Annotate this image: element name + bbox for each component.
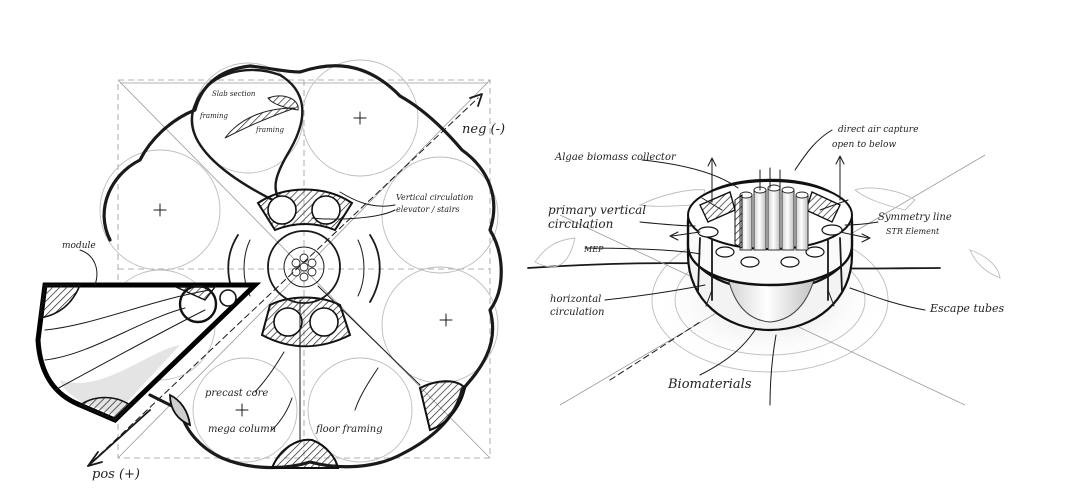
slab-section-petal [190, 68, 304, 207]
label-primary-vertical: primary vertical [548, 203, 646, 217]
wing-right-upper [854, 187, 916, 211]
flow-arrows [669, 155, 871, 307]
module-hatch-corner [39, 284, 82, 319]
vertical-circulation-leader-2 [311, 209, 396, 220]
mega-column-left [169, 393, 192, 427]
direct-air-leader [794, 129, 833, 171]
perspective-annotations: Algae biomass collector direct air captu… [548, 125, 1004, 392]
perspective-leaders [584, 129, 926, 406]
module-leader [79, 249, 98, 286]
module-small-circle [219, 289, 237, 307]
wing-left-lower [534, 237, 576, 268]
label-algae: Algae biomass collector [554, 152, 677, 163]
symmetry-line-leader [844, 221, 879, 226]
wing-right-lower [969, 249, 1001, 279]
module-framing-curve-1 [44, 289, 211, 331]
floor-framing-leader [354, 367, 379, 411]
label-escape-tubes: Escape tubes [929, 302, 1004, 315]
module-hatch-column [78, 396, 132, 421]
perspective-symmetry-dash [609, 321, 701, 381]
ring-openings [697, 224, 843, 268]
symmetry-axis-diagonal [91, 97, 479, 463]
circle-center-marks [153, 111, 453, 417]
core-tube-cluster [291, 253, 317, 282]
algae-leader [641, 159, 739, 189]
label-module: module [62, 241, 96, 251]
core-elevator-bottom-left [273, 307, 303, 337]
core-tubes [739, 184, 809, 251]
label-direct-air: direct air capture [838, 125, 918, 135]
plan-annotations: Slab section framing framing neg (-) Ver… [62, 90, 505, 482]
module-framing-curve-3 [54, 309, 206, 391]
mep-leader [584, 247, 701, 255]
label-slab-section: Slab section [212, 90, 256, 98]
label-mega-column: mega column [208, 424, 276, 435]
label-neg: neg (-) [462, 122, 505, 137]
label-biomaterials: Biomaterials [667, 377, 752, 392]
label-mep: MEP [583, 245, 604, 254]
floor-plan-drawing: Slab section framing framing neg (-) Ver… [35, 59, 505, 482]
core-arc-right [369, 234, 381, 303]
pos-arrow-line [87, 409, 151, 467]
diagonal-beam [317, 285, 421, 386]
precast-core-leader [254, 351, 285, 393]
biomaterials-leader [699, 329, 756, 376]
label-framing-a: framing [199, 112, 228, 120]
vertical-circulation-leader-1 [339, 191, 396, 207]
perspective-drawing: Algae biomass collector direct air captu… [527, 125, 1004, 406]
core-inner-ring [283, 246, 325, 288]
core-arc-right-inner [357, 239, 365, 297]
label-framing-b: framing [255, 126, 284, 134]
core-hatch-band [734, 194, 743, 249]
neg-arrow-head [469, 93, 483, 107]
core-central-ring [267, 230, 341, 304]
core-elevator-top-right [311, 195, 341, 225]
label-horizontal: horizontal [550, 294, 601, 305]
plan-outer-outline [102, 64, 503, 470]
core-elevator-top-left [267, 195, 297, 225]
label-str-element: STR Element [886, 227, 940, 236]
horizontal-circulation-leader [604, 284, 706, 301]
wing-left-upper [638, 189, 706, 207]
module-framing-curve-2 [44, 307, 186, 361]
label-vertical-circulation: Vertical circulation [396, 193, 473, 202]
core-elevator-bottom-right [309, 307, 339, 337]
label-vertical-circulation-2: elevator / stairs [396, 205, 460, 214]
primary-vertical-leader [639, 221, 696, 227]
label-open-below: open to below [832, 140, 896, 150]
module-shaded-region [60, 345, 180, 415]
label-circulation-1: circulation [548, 217, 613, 231]
label-floor-framing: floor framing [315, 424, 383, 435]
mega-column-bottom [270, 438, 340, 469]
biomaterials-leader-2 [769, 334, 777, 406]
label-symmetry-line: Symmetry line [878, 212, 952, 223]
escape-tubes-leader [849, 287, 926, 311]
label-precast-core: precast core [205, 388, 268, 399]
label-pos: pos (+) [92, 467, 140, 482]
label-circulation-2: circulation [550, 307, 604, 318]
slab-section-hatch-top [267, 95, 299, 111]
base-drum [686, 239, 854, 332]
mega-column-leader [271, 397, 293, 431]
mega-column-right [418, 380, 467, 432]
slab-section-hatch-curve [224, 107, 296, 139]
